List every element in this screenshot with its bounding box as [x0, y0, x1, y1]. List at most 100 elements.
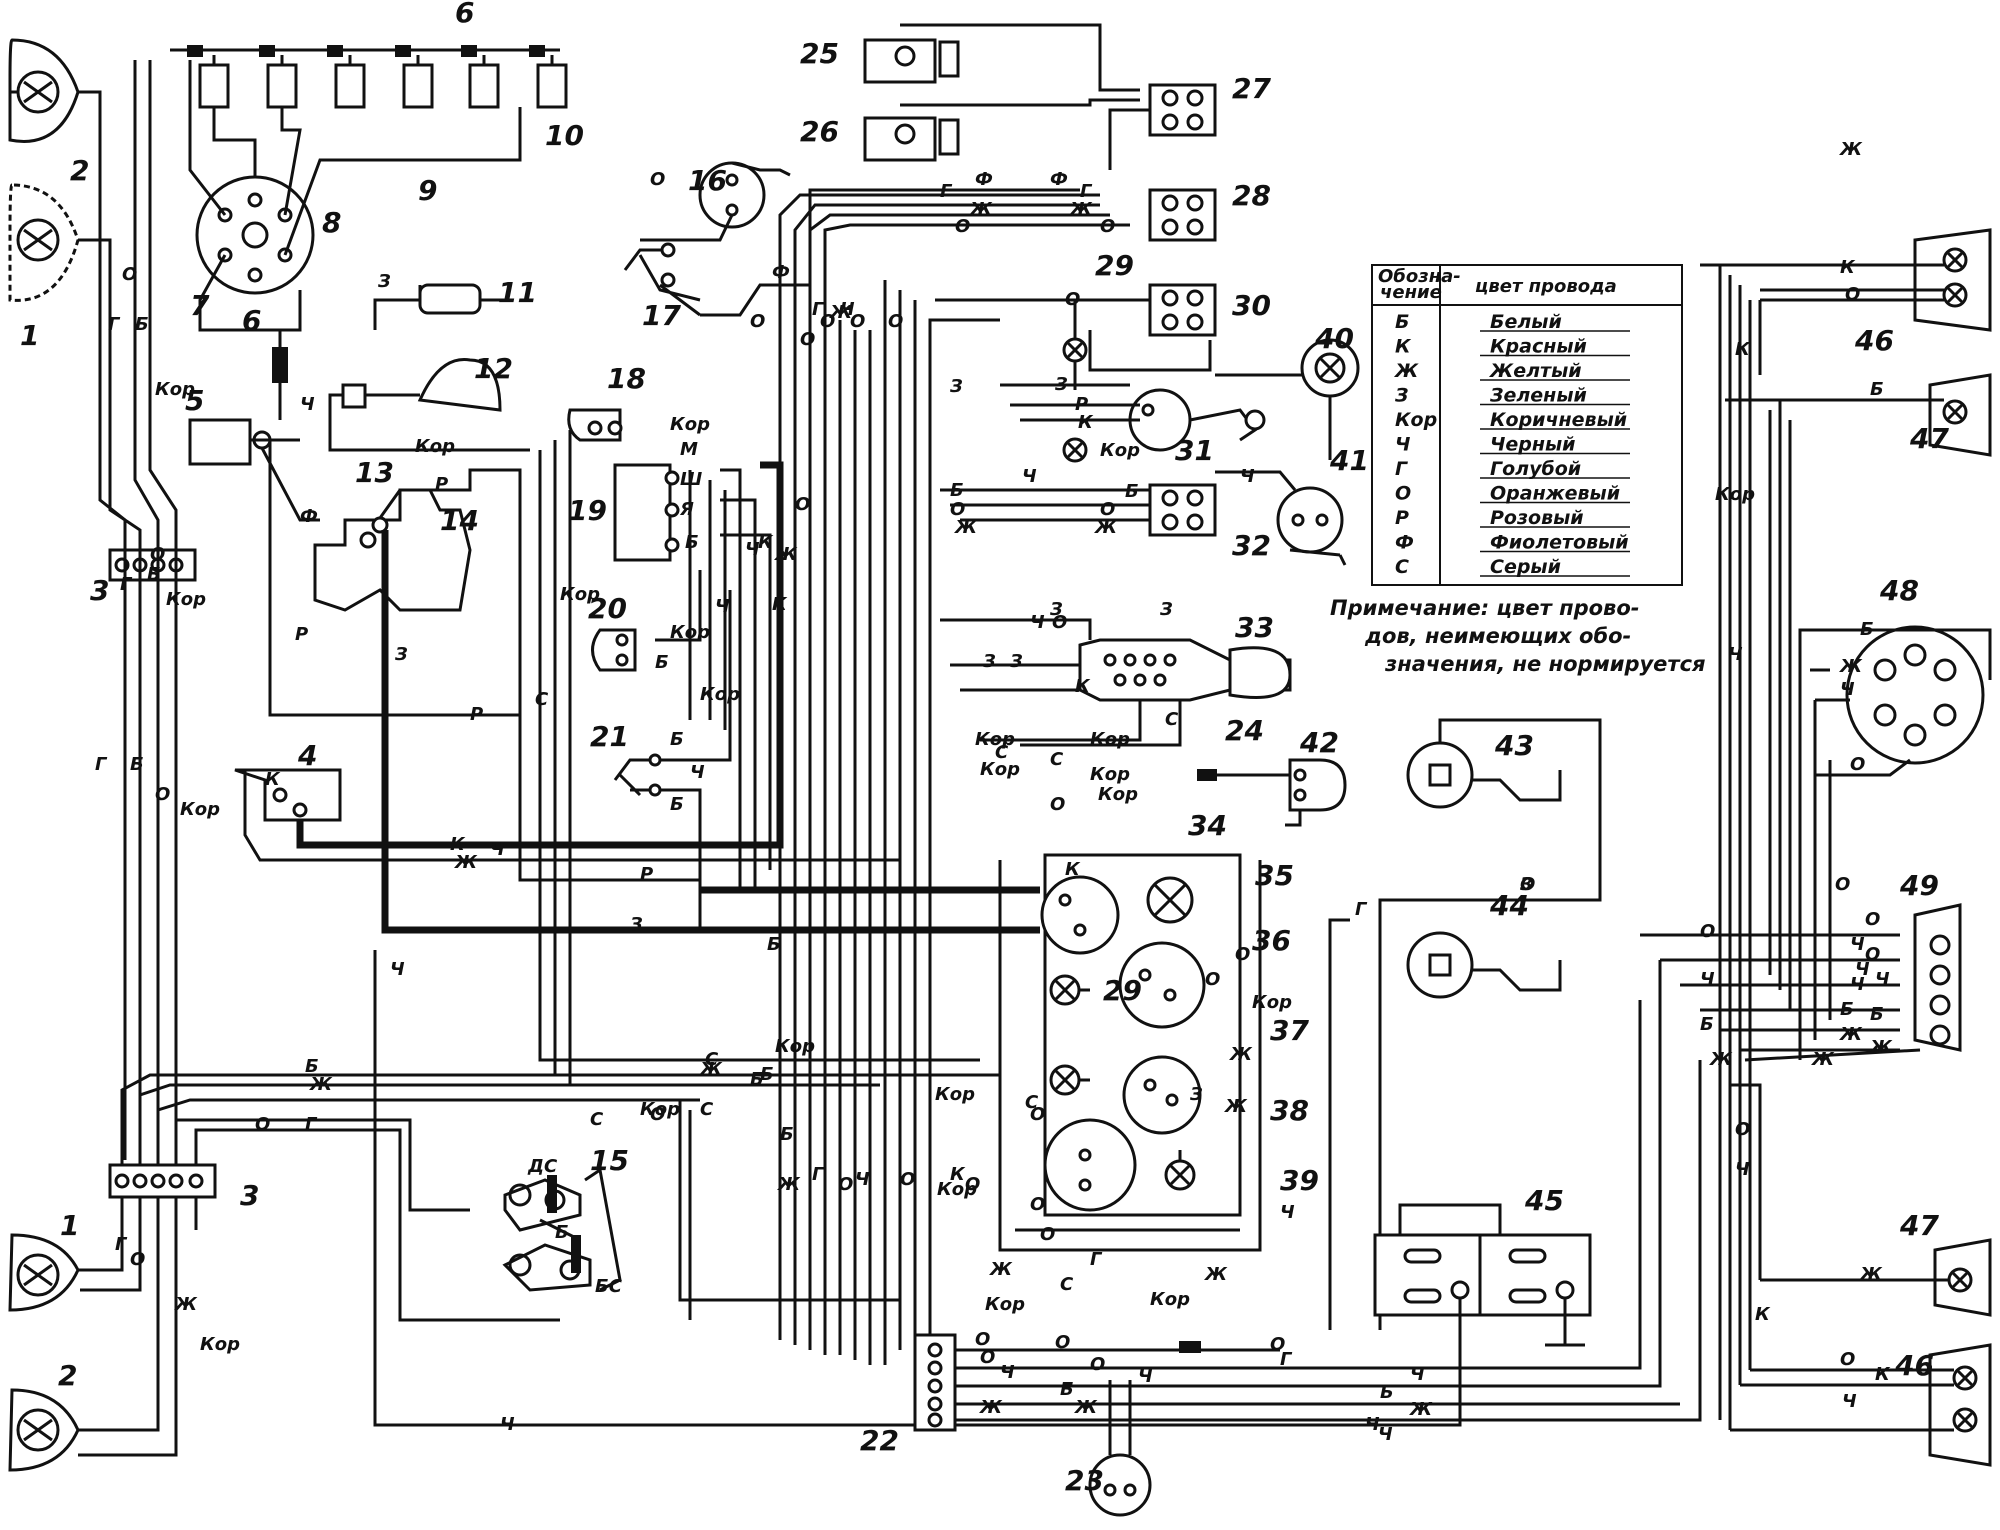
wire-label: О	[1090, 1354, 1105, 1375]
legend-color: Желтый	[1488, 360, 1582, 382]
legend-color: Черный	[1490, 434, 1575, 456]
wire-label: О	[130, 1249, 145, 1270]
wire-label: О	[1700, 921, 1715, 942]
wire-label: О	[1235, 944, 1250, 965]
wire-label: Б	[685, 532, 699, 553]
wire-label: Б	[1125, 481, 1139, 502]
legend-color: Голубой	[1490, 458, 1581, 480]
wire-label: З	[1159, 599, 1173, 620]
wire-label: Кор	[200, 1334, 240, 1355]
component-number-29: 29	[1095, 249, 1134, 282]
wire-label: О	[1735, 1119, 1750, 1140]
component-number-39: 39	[1280, 1164, 1319, 1197]
wire-label: Г	[812, 1164, 825, 1185]
wire-label: Б	[780, 1124, 794, 1145]
wire-label: Ч	[1850, 934, 1865, 955]
component-number-2: 2	[70, 154, 89, 187]
wire-label: Ж	[1408, 1399, 1433, 1420]
wire-label: О	[1270, 1334, 1285, 1355]
instrument-cluster	[998, 853, 1262, 1252]
wire-label: К	[1078, 412, 1094, 433]
wire-label: О	[1030, 1194, 1045, 1215]
component-number-8: 8	[322, 206, 341, 239]
wire-label: Ж	[1708, 1049, 1733, 1070]
relay-label-ds: ДС	[527, 1156, 558, 1177]
relay-label-bs: БС	[595, 1276, 623, 1297]
wire-label: Б	[147, 564, 161, 585]
wire-label: Я	[679, 499, 694, 520]
wire-label: Ж	[828, 302, 853, 323]
wire-label: Б	[1700, 1014, 1714, 1035]
component-number-28: 28	[1232, 179, 1271, 212]
wire-label: О	[650, 1104, 665, 1125]
wire-label: К	[1875, 1364, 1891, 1385]
component-number-3: 3	[90, 574, 109, 607]
wire-label: Ч	[1855, 959, 1870, 980]
wire-label: О	[950, 499, 965, 520]
wire-label: С	[700, 1099, 714, 1120]
fuse-24-bottom	[1179, 1341, 1201, 1353]
component-number-26: 26	[800, 115, 839, 148]
component-number-49: 49	[1899, 869, 1939, 902]
wire-label: З	[1049, 599, 1063, 620]
switch-20	[591, 628, 637, 672]
wire-label: Б	[1870, 1004, 1884, 1025]
battery-45	[1373, 1203, 1592, 1420]
wire-label: Г	[1280, 1349, 1293, 1370]
wire-label: Кор	[670, 414, 710, 435]
wire-label: Р	[640, 864, 653, 885]
wire-label: Кор	[560, 584, 600, 605]
spark-plugs	[170, 45, 568, 109]
component-number-23: 23	[1065, 1464, 1104, 1497]
wire-label: Б	[1380, 1382, 1394, 1403]
wire-label: О	[820, 311, 835, 332]
wire-label: Ф	[300, 506, 318, 527]
generator-14	[268, 440, 522, 717]
light-switch-33	[940, 618, 1292, 747]
wire-label: К	[1075, 676, 1091, 697]
component-number-4: 4	[297, 739, 317, 772]
legend-code: Р	[1395, 507, 1409, 529]
note-line-1: Примечание: цвет прово-	[1330, 596, 1639, 620]
wire-label: Р	[295, 624, 308, 645]
wire-label: Р	[1075, 394, 1088, 415]
component-numbers: 2134566789101112131415161718192021222324…	[20, 0, 1949, 1497]
legend-color: Розовый	[1490, 507, 1584, 529]
legend-code: З	[1394, 385, 1409, 407]
lamp-25	[863, 23, 1140, 92]
lamp-42	[1197, 758, 1347, 827]
wire-label: Ж	[1068, 199, 1093, 220]
component-number-42: 42	[1299, 726, 1339, 759]
wire-label: Г	[108, 314, 121, 335]
wire-label: З	[1189, 1084, 1203, 1105]
wire-label: Ч	[300, 394, 315, 415]
lamp-47-bottom	[1760, 1238, 1992, 1317]
wire-label: Ж	[968, 199, 993, 220]
wire-label: Ч	[1138, 1366, 1153, 1387]
lamp-46-bottom	[1730, 1343, 1992, 1467]
wire-label: Кор	[700, 684, 740, 705]
wire-label: Г	[115, 1234, 128, 1255]
wire-label: О	[1835, 874, 1850, 895]
heavy-wire-2	[381, 530, 1040, 934]
wire-label: Кор	[670, 622, 710, 643]
legend-color: Красный	[1490, 336, 1587, 358]
wire-label: Б	[1060, 1379, 1074, 1400]
wire-label: Ч	[1700, 969, 1715, 990]
wire-label: О	[1205, 969, 1220, 990]
tail-lamp-48	[1798, 625, 1992, 777]
wire-label: О	[1030, 1104, 1045, 1125]
wire-label: Ч	[1022, 466, 1037, 487]
wire-label: О	[1865, 909, 1880, 930]
component-number-21: 21	[590, 720, 629, 753]
wire-label: О	[1845, 284, 1860, 305]
wire-label: Кор	[985, 1294, 1025, 1315]
note-line-3: значения, не нормируется	[1384, 652, 1706, 676]
component-number-45: 45	[1524, 1184, 1564, 1217]
wire-label: Б	[950, 480, 964, 501]
component-number-27: 27	[1232, 72, 1271, 105]
wire-label: Р	[470, 704, 483, 725]
wire-label: Кор	[640, 1099, 680, 1120]
wire-label: Кор	[1150, 1289, 1190, 1310]
wire-label: Ф	[975, 169, 993, 190]
